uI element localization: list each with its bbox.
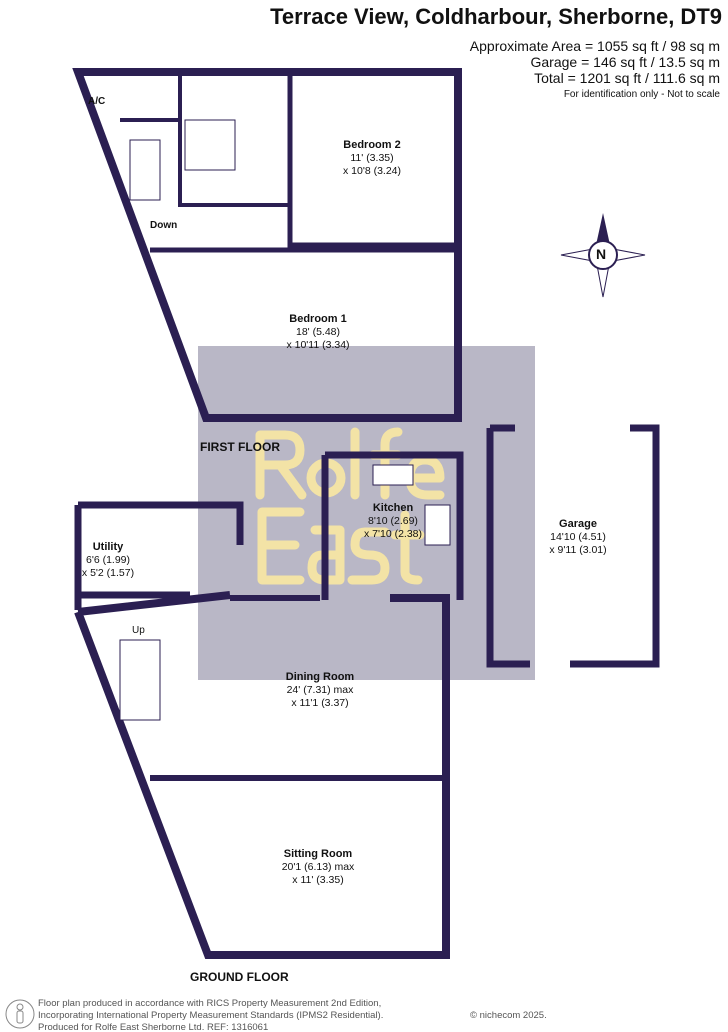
room-dim: x 5'2 (1.57) xyxy=(81,567,135,579)
bathroom-walls xyxy=(120,72,290,207)
walls xyxy=(72,68,660,959)
up-label: Up xyxy=(132,625,145,636)
room-name: Dining Room xyxy=(285,671,355,683)
room-dim: 8'10 (2.69) xyxy=(368,515,418,527)
copyright: © nichecom 2025. xyxy=(470,1010,547,1021)
first-floor-outline xyxy=(72,68,462,422)
room-name: Garage xyxy=(559,518,597,530)
area-total: Approximate Area = 1055 sq ft / 98 sq m xyxy=(469,38,720,54)
area-garage: Garage = 146 sq ft / 13.5 sq m xyxy=(530,54,721,70)
room-dim: 6'6 (1.99) xyxy=(85,554,131,566)
ground-walls xyxy=(150,595,446,781)
compass xyxy=(560,213,646,298)
room-dim: x 11' (3.35) xyxy=(292,874,344,886)
room-dim: 18' (5.48) xyxy=(295,326,341,338)
person-icon xyxy=(5,999,35,1029)
room-dim: x 11'1 (3.37) xyxy=(291,697,349,709)
room-name: Bedroom 2 xyxy=(343,139,401,151)
room-dim: x 10'8 (3.24) xyxy=(342,165,402,177)
room-dim: 24' (7.31) max xyxy=(286,684,354,696)
ac-label: A/C xyxy=(88,96,106,107)
room-dim: 11' (3.35) xyxy=(350,152,394,164)
garage-walls xyxy=(486,424,660,668)
ground-floor-outline xyxy=(74,591,450,959)
room-name: Sitting Room xyxy=(283,848,353,860)
footer-line: Floor plan produced in accordance with R… xyxy=(38,998,382,1009)
room-dim: x 10'11 (3.34) xyxy=(286,339,350,351)
room-name: Bedroom 1 xyxy=(289,313,347,325)
scale-note: For identification only - Not to scale xyxy=(563,89,720,100)
ground-floor-label: GROUND FLOOR xyxy=(190,970,289,984)
first-floor-label: FIRST FLOOR xyxy=(200,440,280,454)
watermark-logo xyxy=(255,427,445,585)
room-name: Utility xyxy=(92,541,124,553)
page-title: Terrace View, Coldharbour, Sherborne, DT… xyxy=(270,4,722,29)
room-dim: 20'1 (6.13) max xyxy=(281,861,355,873)
footer-line: Incorporating International Property Mea… xyxy=(38,1010,384,1021)
bedroom2-walls xyxy=(150,72,458,253)
room-dim: x 9'11 (3.01) xyxy=(549,544,607,556)
room-dim: 14'10 (4.51) xyxy=(550,531,606,543)
room-dim: x 7'10 (2.38) xyxy=(363,528,423,540)
down-label: Down xyxy=(150,220,178,231)
room-name: Kitchen xyxy=(372,502,414,514)
utility-walls xyxy=(74,501,244,610)
footer-line: Produced for Rolfe East Sherborne Ltd. R… xyxy=(38,1022,269,1032)
area-combined: Total = 1201 sq ft / 111.6 sq m xyxy=(534,70,720,86)
fixtures xyxy=(119,119,451,721)
gray-overlay xyxy=(198,346,535,680)
footer-text: Floor plan produced in accordance with R… xyxy=(38,998,383,1032)
kitchen-walls xyxy=(321,451,464,600)
compass-label: N xyxy=(596,246,607,262)
